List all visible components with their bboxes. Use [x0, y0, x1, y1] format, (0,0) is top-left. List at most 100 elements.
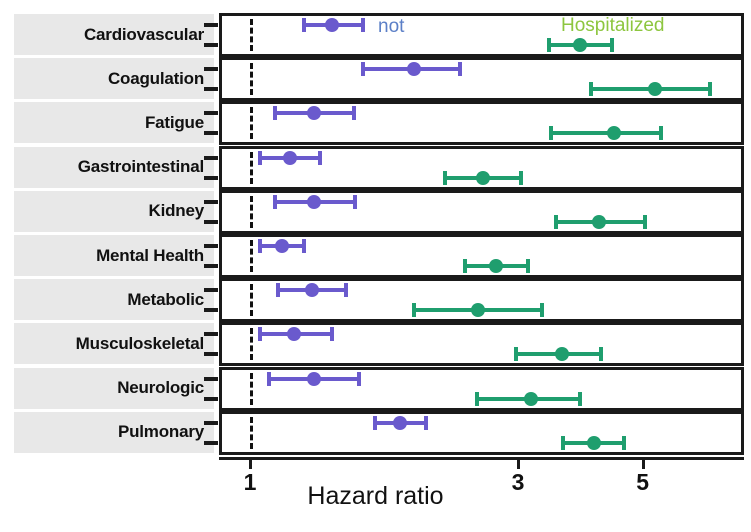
point-estimate-marker: [573, 38, 588, 52]
ci-cap-high: [643, 214, 648, 229]
legend-not-label: not: [378, 16, 405, 37]
ci-cap-low: [547, 38, 552, 52]
panel-tick-stub: [204, 396, 218, 401]
ci-cap-high: [343, 283, 348, 298]
panel-tick-stub: [204, 199, 218, 204]
point-estimate-marker: [471, 303, 486, 318]
ci-cap-high: [609, 38, 614, 52]
ci-cap-low: [442, 170, 447, 185]
reference-line: [250, 328, 253, 361]
category-panel: [219, 57, 744, 102]
x-axis-tick-label: 3: [511, 469, 525, 495]
ci-cap-high: [302, 239, 307, 253]
ci-cap-high: [708, 82, 713, 97]
ci-cap-low: [475, 391, 480, 406]
reference-line: [250, 63, 253, 96]
reference-line: [250, 240, 253, 272]
legend-hospitalized-label: Hospitalized: [561, 15, 665, 36]
row-label-cardiovascular: Cardiovascular: [14, 14, 214, 55]
ci-cap-high: [353, 194, 358, 209]
panel-tick-stub: [204, 308, 218, 313]
x-axis-tick-label: 5: [636, 469, 650, 495]
point-estimate-marker: [407, 62, 422, 77]
ci-cap-low: [589, 82, 594, 97]
ci-cap-high: [457, 62, 462, 77]
ci-cap-high: [525, 259, 530, 273]
point-estimate-marker: [283, 150, 298, 165]
panel-tick-stub: [204, 420, 218, 425]
ci-cap-high: [540, 303, 545, 318]
ci-cap-low: [553, 214, 558, 229]
point-estimate-marker: [307, 194, 322, 209]
row-label-mental-health: Mental Health: [14, 235, 214, 276]
ci-cap-high: [658, 126, 663, 141]
point-estimate-marker: [523, 391, 538, 406]
panel-tick-stub: [204, 87, 218, 92]
point-estimate-marker: [325, 18, 340, 32]
reference-line: [250, 195, 253, 228]
ci-cap-low: [275, 283, 280, 298]
row-label-coagulation: Coagulation: [14, 58, 214, 100]
point-estimate-marker: [586, 435, 601, 450]
point-estimate-marker: [606, 126, 621, 141]
panel-tick-stub: [204, 43, 218, 47]
ci-cap-high: [330, 327, 335, 342]
ci-cap-low: [273, 194, 278, 209]
row-label-pulmonary: Pulmonary: [14, 411, 214, 453]
panel-tick-stub: [204, 175, 218, 180]
panel-tick-stub: [204, 376, 218, 381]
point-estimate-marker: [393, 415, 408, 430]
ci-cap-low: [257, 327, 262, 342]
panel-tick-stub: [204, 219, 218, 224]
ci-cap-high: [351, 106, 356, 121]
ci-cap-high: [622, 435, 627, 450]
row-label-kidney: Kidney: [14, 190, 214, 232]
category-panel: [219, 13, 744, 57]
ci-cap-low: [412, 303, 417, 318]
point-estimate-marker: [488, 259, 503, 273]
point-estimate-marker: [274, 239, 289, 253]
x-axis-line: [219, 457, 744, 460]
category-panel: [219, 234, 744, 278]
ci-cap-high: [424, 415, 429, 430]
ci-cap-high: [599, 347, 604, 362]
ci-cap-high: [356, 371, 361, 386]
ci-cap-low: [462, 259, 467, 273]
point-estimate-marker: [591, 214, 606, 229]
ci-cap-low: [273, 106, 278, 121]
panel-tick-stub: [204, 244, 218, 248]
category-panel: [219, 101, 744, 146]
ci-cap-high: [361, 18, 366, 32]
ci-cap-high: [317, 150, 322, 165]
row-label-musculoskeletal: Musculoskeletal: [14, 323, 214, 365]
ci-cap-low: [549, 126, 554, 141]
x-axis-tick-label: 1: [243, 469, 257, 495]
panel-tick-stub: [204, 288, 218, 293]
point-estimate-marker: [307, 371, 322, 386]
point-estimate-marker: [554, 347, 569, 362]
panel-tick-stub: [204, 67, 218, 72]
point-estimate-marker: [307, 106, 322, 121]
point-estimate-marker: [476, 170, 491, 185]
ci-cap-low: [513, 347, 518, 362]
point-estimate-marker: [647, 82, 662, 97]
row-label-fatigue: Fatigue: [14, 102, 214, 144]
category-panel: [219, 189, 744, 234]
reference-line: [250, 107, 253, 140]
panel-tick-stub: [204, 264, 218, 268]
point-estimate-marker: [287, 327, 302, 342]
ci-cap-high: [519, 170, 524, 185]
panel-tick-stub: [204, 352, 218, 357]
ci-cap-low: [373, 415, 378, 430]
reference-line: [250, 284, 253, 317]
ci-cap-low: [302, 18, 307, 32]
ci-cap-low: [561, 435, 566, 450]
ci-cap-high: [578, 391, 583, 406]
ci-cap-low: [266, 371, 271, 386]
x-axis-tick: [641, 460, 645, 469]
panel-tick-stub: [204, 332, 218, 337]
row-label-metabolic: Metabolic: [14, 279, 214, 321]
ci-cap-low: [257, 239, 262, 253]
ci-cap-low: [361, 62, 366, 77]
